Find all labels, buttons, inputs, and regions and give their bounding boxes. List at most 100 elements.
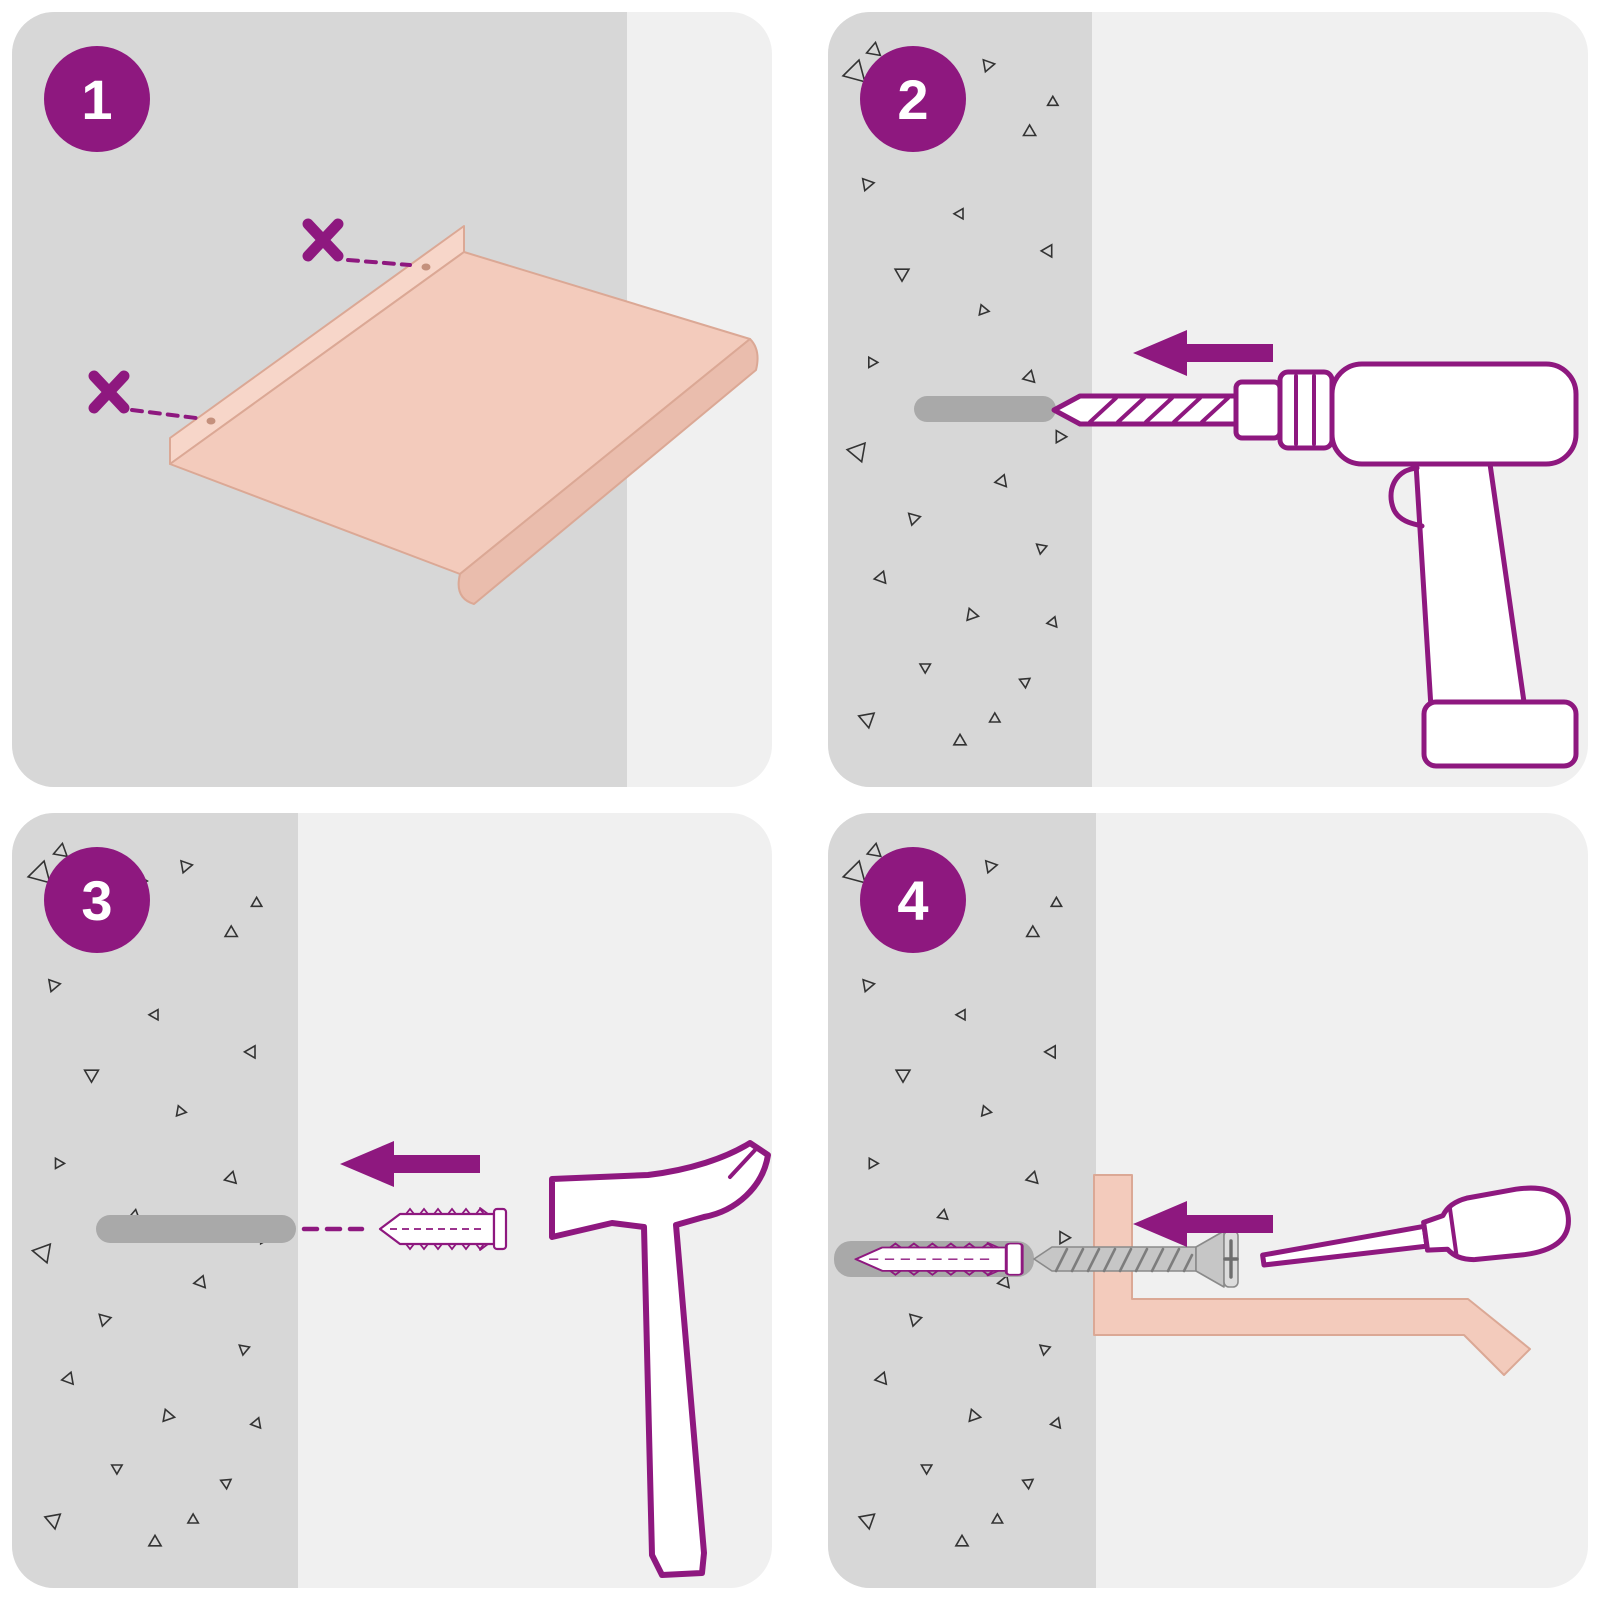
speckle-triangle [861,177,876,193]
speckle-triangle [988,711,1002,723]
speckle-triangle [98,1313,113,1328]
speckle-triangle [841,58,866,83]
speckle-triangle [186,1512,200,1524]
speckle-triangle [179,859,194,875]
speckle-triangle [857,1513,876,1531]
speckle-triangle [845,441,867,464]
speckle-triangle [192,1274,207,1289]
speckle-triangle [1021,368,1036,384]
step-number-badge: 3 [44,847,150,953]
speckle-triangle [908,1313,924,1328]
speckle-triangle [51,841,69,858]
step-4-illustration [828,813,1571,1588]
arrow-left-icon [1133,1201,1273,1247]
speckle-triangle [147,1008,159,1022]
speckle-triangle [1035,543,1049,556]
marking-cross-icon [88,370,198,420]
marking-cross-icon [302,218,412,267]
speckle-triangle [1018,677,1032,690]
speckle-triangle [984,859,999,875]
speckle-triangle [952,732,968,746]
arrow-left-icon [1133,330,1273,376]
wall-dark-area [828,813,1096,1588]
speckle-triangle [980,1104,994,1118]
speckle-triangle [147,1533,163,1547]
speckle-triangle [242,1044,256,1060]
speckle-triangle [30,1242,52,1265]
step-2-illustration [828,12,1579,787]
hammer-icon [549,1140,771,1578]
speckle-triangle [867,355,880,369]
speckle-triangle [1021,1478,1035,1491]
wall-plug-icon [854,1241,1024,1277]
wall-plug-icon [378,1206,508,1252]
shelf-screw-hole [206,417,216,425]
speckle-triangle [990,1512,1004,1524]
speckle-triangle [1046,94,1060,107]
speckle-triangle [60,1370,75,1386]
speckle-triangle [865,40,882,57]
speckle-triangle [841,859,867,884]
speckle-triangle [920,1464,934,1476]
speckle-triangle [249,1416,262,1430]
wall-dark-area [12,813,298,1588]
step-3-illustration [12,813,771,1588]
speckle-triangle [872,569,887,585]
step-number-badge: 4 [860,847,966,953]
screwdriver-icon [1260,1185,1571,1268]
speckle-triangle [1059,1230,1073,1246]
speckle-triangle [238,1344,251,1357]
speckle-triangle [966,606,981,622]
speckle-triangle [894,1069,912,1084]
speckle-triangle [918,663,932,675]
speckle-triangle [952,207,964,221]
speckle-triangle [1022,123,1038,137]
speckle-triangle [1024,1169,1039,1185]
drilled-hole [914,396,1056,422]
step-panel-1: 1 [12,12,772,787]
speckle-triangle [223,924,239,938]
speckle-triangle [1048,1416,1062,1430]
speckle-triangle [1045,615,1058,629]
step-number: 1 [81,67,113,131]
speckle-triangle [54,1156,67,1170]
speckle-triangle [250,895,264,908]
speckle-triangle [1038,1344,1052,1357]
speckle-triangle [1055,429,1069,445]
speckle-triangle [1039,243,1053,259]
drill-icon [1051,361,1579,769]
speckle-triangle [219,1478,233,1491]
speckle-triangle [954,1008,966,1022]
speckle-triangle [873,1370,888,1386]
speckle-triangle [954,1533,970,1547]
screw-icon [1033,1230,1239,1288]
step-number-badge: 2 [860,46,966,152]
step-panel-2: 2 [828,12,1588,787]
speckle-triangle [83,1069,100,1084]
step-number: 2 [897,67,929,131]
speckle-triangle [996,1274,1011,1289]
shelf-side-icon [1093,1174,1531,1376]
step-number: 4 [897,868,929,932]
step-panel-4: 4 [828,813,1588,1588]
speckle-triangle [1025,924,1041,938]
speckle-triangle [907,512,922,527]
speckle-triangle [43,1513,62,1531]
drilled-hole [96,1215,296,1243]
step-panel-3: 3 [12,813,772,1588]
speckle-triangle [893,268,911,283]
speckle-triangle [868,1156,880,1170]
speckle-triangle [993,473,1008,488]
speckle-triangle [1043,1044,1056,1060]
speckle-triangle [935,1207,949,1221]
step-number: 3 [81,868,113,932]
shelf-icon [169,225,759,605]
shelf-screw-hole [421,263,431,271]
speckle-triangle [862,978,877,994]
step-number-badge: 1 [44,46,150,152]
speckle-triangle [110,1464,124,1476]
speckle-triangle [1049,895,1063,908]
speckle-triangle [222,1169,238,1185]
arrow-left-icon [340,1141,480,1187]
